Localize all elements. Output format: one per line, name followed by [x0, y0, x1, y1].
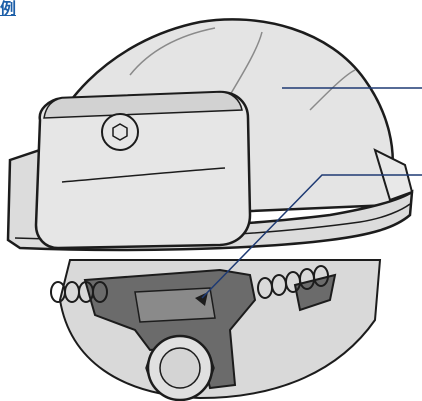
right-adjust-rings: [257, 265, 329, 299]
visor-crease: [61, 167, 226, 183]
shell-ridge-right: [309, 69, 356, 111]
left-adjust-rings: [50, 281, 108, 303]
shell-ridge-mid: [229, 31, 263, 96]
shell-ridge-left: [129, 27, 216, 76]
visor-top-band: [43, 91, 243, 119]
screw-icon: [101, 113, 139, 151]
harness-strap-center: [134, 287, 216, 323]
hex-socket-icon: [112, 123, 128, 141]
leader-line-harness: [201, 174, 422, 299]
example-heading: 例: [0, 0, 17, 18]
ratchet-knob-icon: [145, 334, 215, 401]
